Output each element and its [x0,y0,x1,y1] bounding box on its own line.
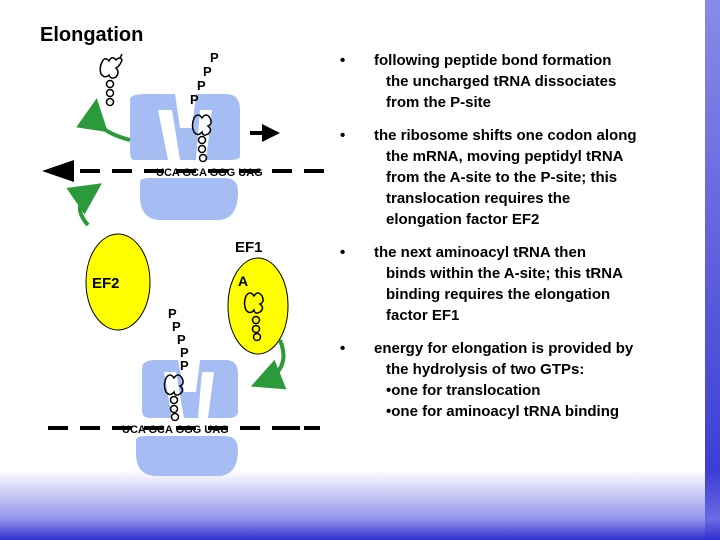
sub-bullet-text: one for translocation [391,382,541,399]
bullet-line: the hydrolysis of two GTPs: [386,361,585,378]
peptide-p: P [210,50,219,65]
aminoacyl-trna [243,292,264,342]
bullet-line: the mRNA, moving peptidyl tRNA [386,148,624,165]
bullet-item: • following peptide bond formation the u… [338,50,678,113]
ef1-factor [227,257,289,355]
peptide-p: P [168,306,177,321]
peptide-p: P [180,345,189,360]
peptide-p: P [190,92,199,107]
ef1-label: EF1 [235,239,263,256]
slide-border-right [705,0,720,540]
binding-arrow-icon [250,339,287,390]
mrna-strand-top [42,160,325,182]
bullet-line: the uncharged tRNA dissociates [386,73,617,90]
peptide-p: P [197,78,206,93]
bullet-dot: • [340,127,346,144]
bullet-line: binds within the A-site; this tRNA [386,265,623,282]
bullet-dot: • [340,52,346,69]
translocation-arrow-icon [66,183,102,227]
ribosome-bottom [136,360,238,476]
ef2-label: EF2 [92,275,120,292]
bullet-line: from the P-site [386,94,492,111]
peptide-chain-top: P P P P [190,50,219,107]
bullet-item: • the ribosome shifts one codon along th… [338,125,678,230]
bullet-item: • the next aminoacyl tRNA then binds wit… [338,242,678,326]
peptide-p: P [172,319,181,334]
peptidyl-trna-bottom [163,374,184,422]
arrow-right-icon [250,124,280,142]
sub-bullet: •one for translocation [386,382,541,399]
slide-title: Elongation [40,24,144,46]
bullet-list: • following peptide bond formation the u… [338,50,678,422]
bullet-lead: the ribosome shifts one codon along [374,127,637,144]
sub-bullet: •one for aminoacyl tRNA binding [386,403,620,420]
bullet-line: from the A-site to the P-site; this [386,169,618,186]
peptide-p: P [180,358,189,373]
bullet-dot: • [340,244,346,261]
mrna-sequence-bottom: UCA GCA GGG UAG [122,424,229,436]
peptidyl-trna-top [191,114,212,163]
aminoacyl-label: A [238,273,248,289]
ef2-factor [85,233,151,331]
peptide-p: P [203,64,212,79]
sub-bullet-text: one for aminoacyl tRNA binding [391,403,620,420]
bullet-line: binding requires the elongation [386,286,611,303]
ribosome-top [130,94,240,220]
bullet-line: translocation requires the [386,190,571,207]
uncharged-trna [99,53,123,107]
bullet-lead: following peptide bond formation [374,52,612,69]
peptide-chain-bottom: P P P P P [168,306,189,373]
bullet-line: factor EF1 [386,307,460,324]
bullet-item: • energy for elongation is provided by t… [338,338,678,422]
peptide-p: P [177,332,186,347]
bullet-lead: the next aminoacyl tRNA then [374,244,586,261]
dissociation-arrow-icon [76,98,131,142]
slide-border-bottom [0,470,720,540]
bullet-lead: energy for elongation is provided by [374,340,634,357]
mrna-sequence-top: UCA GCA GGG UAG [156,167,263,179]
bullet-dot: • [340,340,346,357]
bullet-line: elongation factor EF2 [386,211,540,228]
arrow-left-icon [42,160,74,182]
